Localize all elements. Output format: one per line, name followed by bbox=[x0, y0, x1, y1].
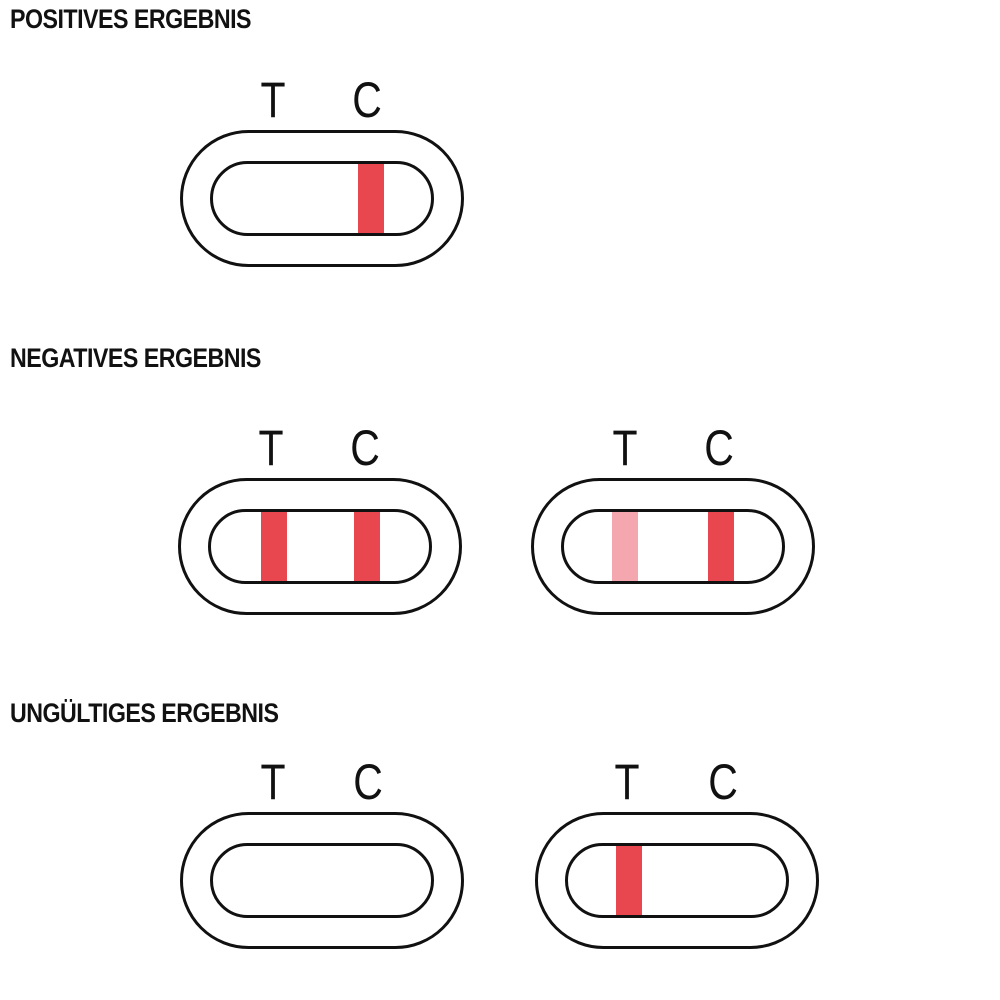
t-label: T bbox=[614, 754, 640, 810]
result-window bbox=[565, 843, 789, 918]
test-line bbox=[612, 512, 638, 581]
control-line bbox=[354, 512, 380, 581]
cassette-outline bbox=[531, 478, 815, 615]
section-title-negative: NEGATIVES ERGEBNIS bbox=[10, 343, 261, 373]
test-cassette-negative-2: T C bbox=[531, 420, 821, 615]
test-cassette-invalid-1: T C bbox=[180, 754, 470, 949]
t-label: T bbox=[258, 420, 284, 476]
result-window bbox=[210, 161, 434, 236]
c-label: C bbox=[352, 72, 382, 128]
t-label: T bbox=[260, 72, 286, 128]
c-label: C bbox=[353, 754, 383, 810]
test-cassette-positive: T C bbox=[180, 72, 470, 267]
test-cassette-invalid-2: T C bbox=[535, 754, 825, 949]
result-window bbox=[210, 843, 434, 918]
cassette-outline bbox=[535, 812, 819, 949]
test-line bbox=[261, 512, 287, 581]
c-label: C bbox=[704, 420, 734, 476]
test-line bbox=[616, 846, 642, 915]
t-label: T bbox=[612, 420, 638, 476]
c-label: C bbox=[708, 754, 738, 810]
cassette-outline bbox=[180, 812, 464, 949]
cassette-outline bbox=[178, 478, 462, 615]
result-window bbox=[208, 509, 432, 584]
t-label: T bbox=[260, 754, 286, 810]
control-line bbox=[708, 512, 734, 581]
section-title-invalid: UNGÜLTIGES ERGEBNIS bbox=[10, 698, 279, 728]
section-title-positive: POSITIVES ERGEBNIS bbox=[10, 4, 252, 34]
c-label: C bbox=[350, 420, 380, 476]
cassette-outline bbox=[180, 130, 464, 267]
result-window bbox=[561, 509, 785, 584]
control-line bbox=[358, 164, 384, 233]
test-cassette-negative-1: T C bbox=[178, 420, 468, 615]
